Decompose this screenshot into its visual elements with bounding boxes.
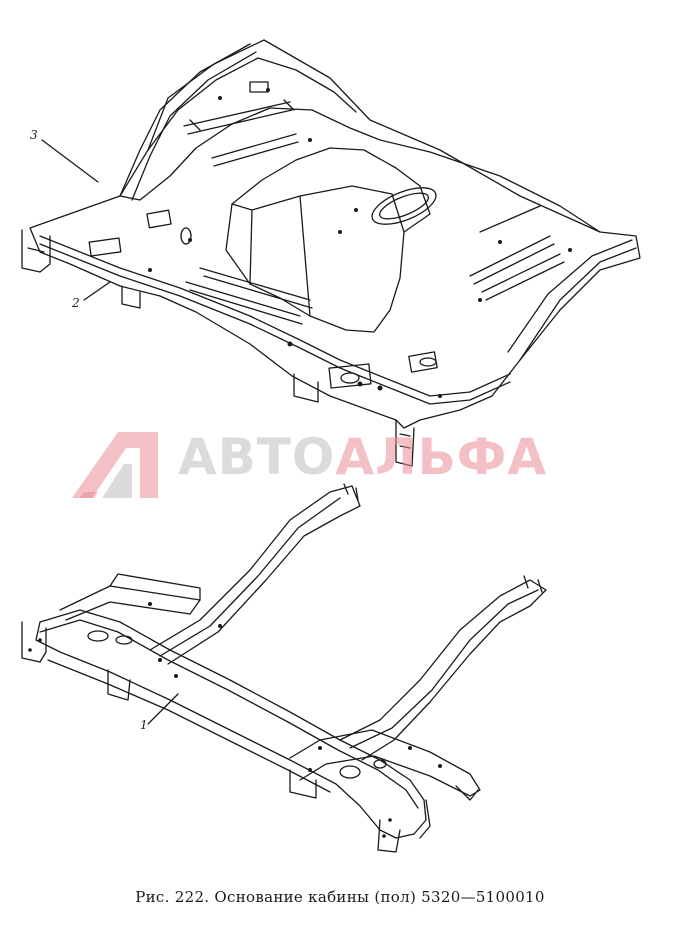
callout-3: 3	[30, 128, 38, 142]
watermark-text-part2: АЛЬФА	[335, 428, 548, 486]
callout-3-leader	[41, 139, 99, 183]
watermark-text: АВТОАЛЬФА	[178, 428, 547, 486]
figure-caption: Рис. 222. Основание кабины (пол) 5320—51…	[135, 888, 545, 906]
frame-base	[21, 483, 547, 853]
callout-2: 2	[72, 296, 80, 310]
callout-1: 1	[140, 718, 148, 732]
callout-2-leader	[83, 281, 111, 301]
watermark-logo-icon	[72, 432, 158, 498]
watermark-text-part1: АВТО	[178, 428, 336, 486]
callout-1-leader	[147, 693, 179, 725]
watermark: АВТОАЛЬФА	[62, 426, 622, 506]
floor-panel	[21, 39, 641, 467]
